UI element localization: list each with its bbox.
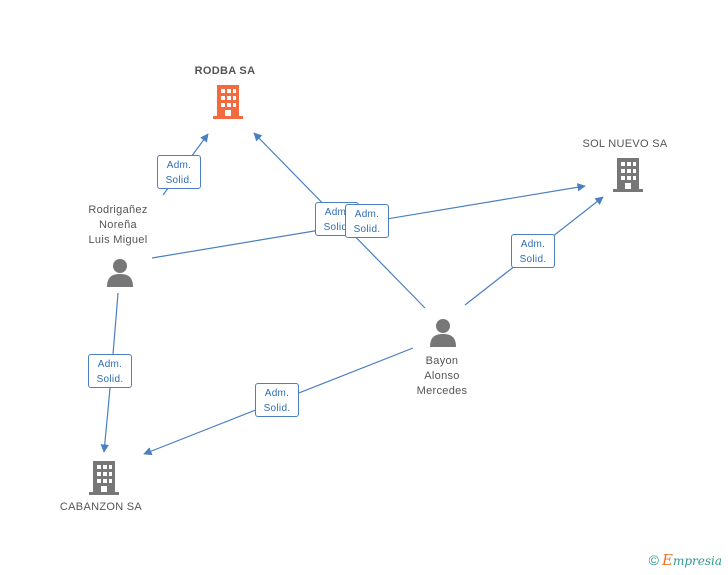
person-label-rodriganez[interactable]: Rodrigañez Noreña Luis Miguel [62,203,174,248]
company-name-rodba: RODBA SA [194,65,256,77]
person-name-line: Noreña [99,219,137,231]
company-label-sol-nuevo[interactable]: SOL NUEVO SA [570,137,680,152]
edge-label-role: Adm. [520,239,546,250]
building-icon[interactable] [88,460,120,496]
edge-label-rodriganez-rodba[interactable]: Adm. Solid. [157,155,201,189]
edge-label-type: Solid. [96,374,124,385]
company-name-sol-nuevo: SOL NUEVO SA [582,138,668,150]
edge-label-role: Adm. [166,160,192,171]
person-name-line: Luis Miguel [88,234,148,246]
edge-label-role: Adm. [264,388,290,399]
company-label-rodba[interactable]: RODBA SA [170,64,280,79]
edge-label-type: Solid. [353,224,381,235]
copyright-icon: © [648,552,659,568]
edge-label-role: Adm. [324,207,350,218]
building-icon[interactable] [612,157,644,193]
company-name-cabanzon: CABANZON SA [59,501,143,513]
brand-initial: E [661,551,673,569]
person-icon[interactable] [429,318,457,348]
edge-label-type: Solid. [323,222,351,233]
empresia-watermark: © Empresia [649,551,722,569]
person-name-line: Mercedes [416,385,468,397]
edge-label-type: Solid. [519,254,547,265]
edge-label-rodriganez-cabanzon[interactable]: Adm. Solid. [88,354,132,388]
person-name-line: Alonso [424,370,460,382]
brand-rest: mpresia [672,554,722,568]
edge-label-role: Adm. [97,359,123,370]
person-name-line: Rodrigañez [88,204,148,216]
person-label-bayon[interactable]: Bayon Alonso Mercedes [386,354,498,399]
edge-label-rodriganez-solnuevo[interactable]: Adm. Solid. [345,204,389,238]
edge-label-bayon-cabanzon[interactable]: Adm. Solid. [255,383,299,417]
edge-label-type: Solid. [165,175,193,186]
edge-label-type: Solid. [263,403,291,414]
brand-logo: Empresia [662,551,722,569]
person-name-line: Bayon [425,355,459,367]
person-icon[interactable] [106,258,134,288]
building-icon[interactable] [212,84,244,120]
edge-label-bayon-solnuevo[interactable]: Adm. Solid. [511,234,555,268]
company-label-cabanzon[interactable]: CABANZON SA [46,500,156,515]
edge-label-role: Adm. [354,209,380,220]
